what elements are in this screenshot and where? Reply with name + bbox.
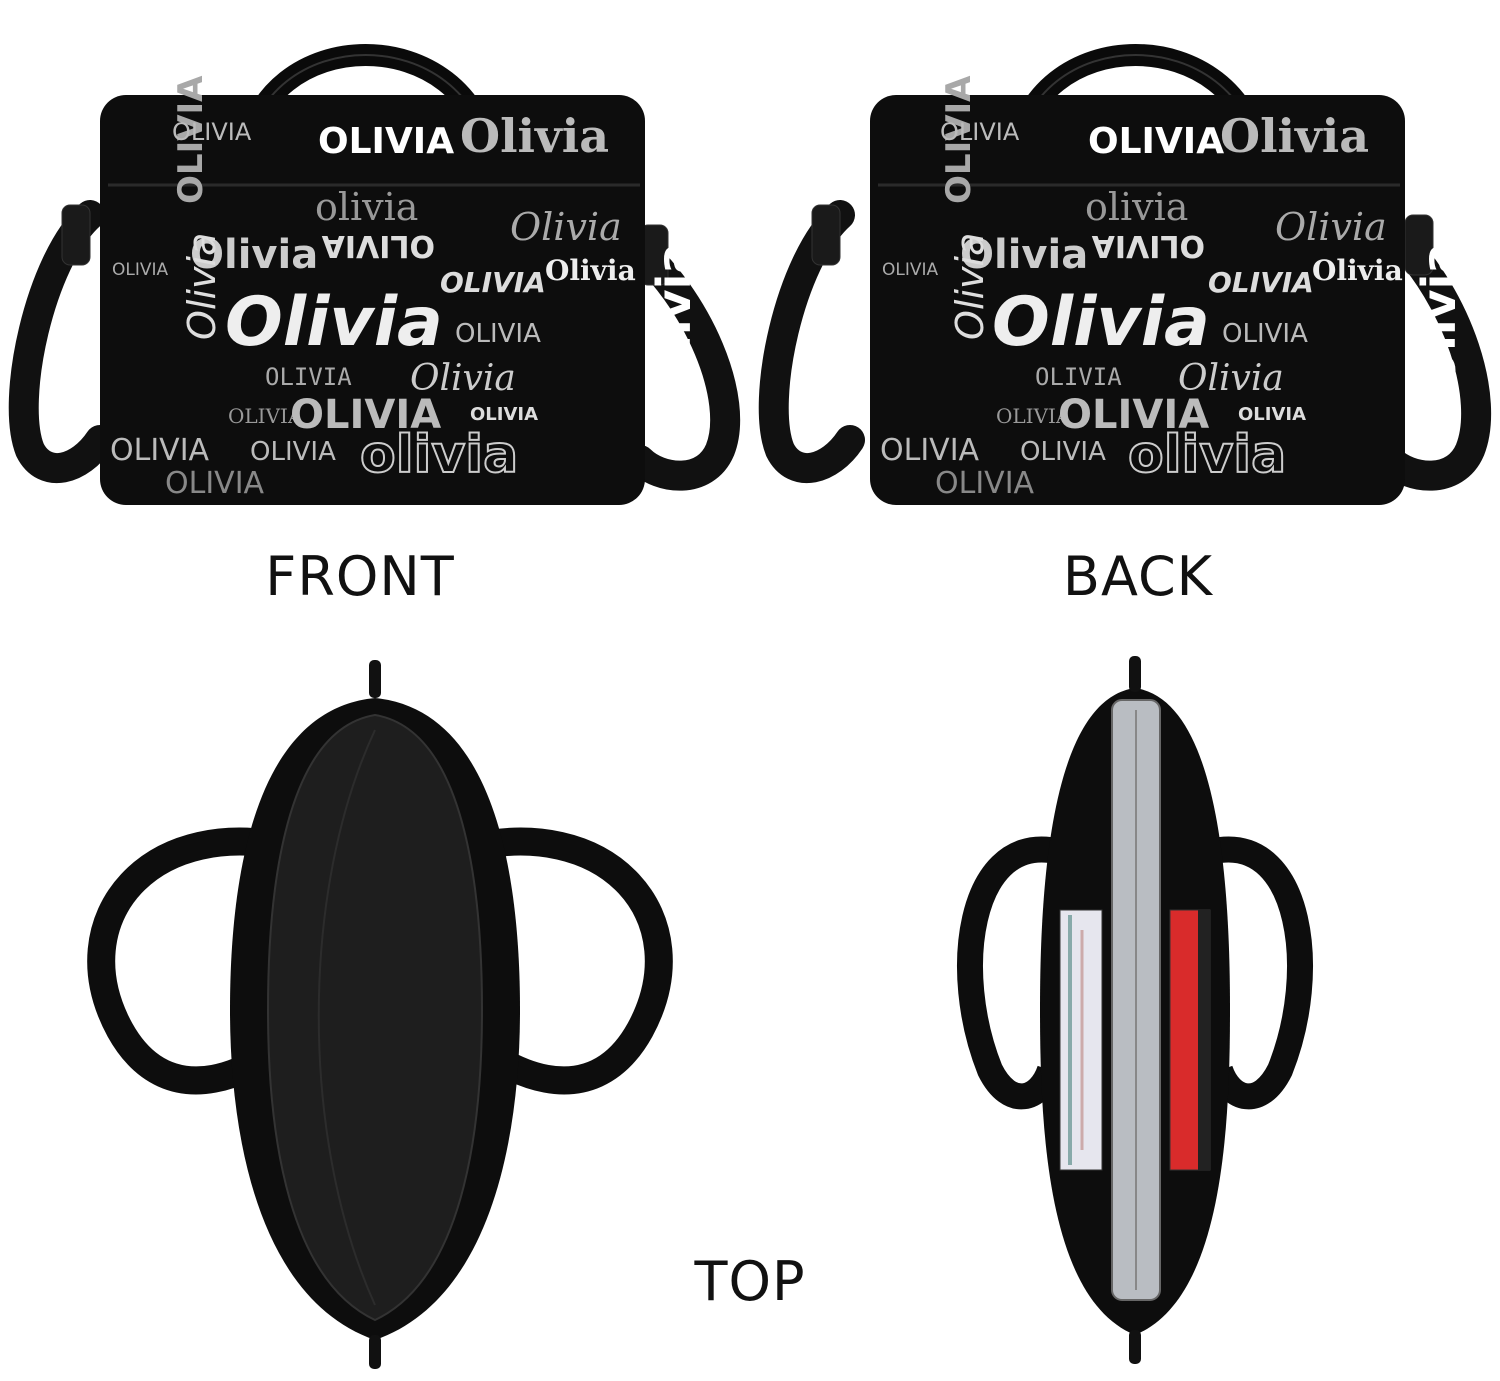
pattern-word-17: OLIVIA: [1058, 392, 1209, 438]
pattern-word-8: OLIVIA: [112, 260, 169, 280]
pattern-word-11: OLIVIA: [1222, 319, 1308, 349]
pattern-word-18: OLIVIA: [1238, 404, 1306, 425]
svg-text:OLIVIA: OLIVIA: [171, 75, 211, 204]
svg-text:OLIVIA: OLIVIA: [939, 75, 979, 204]
pattern-word-12: OLIVIA: [1035, 363, 1122, 391]
pattern-word-9: Olivia: [545, 254, 636, 287]
pattern-word-7: OLIVIA: [321, 228, 435, 263]
name-pattern: OLIVIA OLIVIA OLIVIA Olivia olivia Olivi…: [880, 75, 1466, 501]
pattern-word-2: OLIVIA: [318, 121, 454, 162]
pattern-word-22: OLIVIA: [935, 466, 1035, 501]
pattern-hero-word: Olivia: [992, 283, 1210, 362]
top-empty-bag-illustration: [87, 660, 673, 1369]
pattern-word-14: Olivia: [1412, 243, 1466, 390]
pattern-word-4: olivia: [1085, 185, 1188, 229]
pattern-hero-word: Olivia: [225, 283, 443, 362]
pattern-word-19: OLIVIA: [110, 433, 210, 468]
pattern-word-15: Olivia: [180, 233, 224, 340]
pattern-word-16: OLIVIA: [996, 404, 1071, 428]
pattern-word-6: Olivia: [190, 232, 318, 278]
pattern-word-10: OLIVIA: [440, 266, 546, 299]
back-label: BACK: [1062, 545, 1214, 608]
front-view: OLIVIA OLIVIA OLIVIA Olivia olivia Olivi…: [0, 0, 750, 620]
pattern-word-7: OLIVIA: [1091, 228, 1205, 263]
pattern-word-20: OLIVIA: [1020, 437, 1106, 467]
pattern-word-11: OLIVIA: [455, 319, 541, 349]
pattern-word-18: OLIVIA: [470, 404, 538, 425]
pattern-word-3: Olivia: [1220, 109, 1369, 163]
pattern-word-1: OLIVIA: [172, 118, 252, 146]
pattern-word-16: OLIVIA: [228, 404, 303, 428]
top-label: TOP: [694, 1250, 806, 1313]
top-loaded-bag-illustration: [957, 656, 1313, 1364]
pattern-word-8: OLIVIA: [882, 260, 939, 280]
back-bag-illustration: OLIVIA OLIVIA OLIVIA Olivia olivia Olivi…: [758, 44, 1492, 505]
name-pattern: OLIVIA OLIVIA OLIVIA Olivia olivia Olivi…: [110, 75, 701, 501]
pattern-word-19: OLIVIA: [880, 433, 980, 468]
pattern-word-17: OLIVIA: [290, 392, 441, 438]
back-view: OLIVIA OLIVIA OLIVIA Olivia olivia Olivi…: [750, 0, 1500, 620]
pattern-word-5: Olivia: [510, 205, 622, 249]
front-label: FRONT: [265, 545, 455, 608]
top-view-empty: TOP: [0, 640, 805, 1377]
pattern-word-20: OLIVIA: [250, 437, 336, 467]
pattern-word-10: OLIVIA: [1208, 266, 1314, 299]
pattern-word-6: Olivia: [960, 232, 1088, 278]
pattern-word-21: olivia: [1128, 425, 1286, 485]
pattern-word-14: Olivia: [647, 243, 701, 390]
pattern-word-2: OLIVIA: [1088, 121, 1224, 162]
pattern-word-13: Olivia: [410, 358, 516, 399]
pattern-word-12: OLIVIA: [265, 363, 352, 391]
top-view-loaded: [750, 640, 1500, 1377]
pattern-word-5: Olivia: [1275, 205, 1387, 249]
pattern-word-4: olivia: [315, 185, 418, 229]
pattern-word-9: Olivia: [1312, 254, 1403, 287]
pattern-word-3: Olivia: [460, 109, 609, 163]
pattern-word-22: OLIVIA: [165, 466, 265, 501]
pattern-word-13: Olivia: [1178, 358, 1284, 399]
pattern-word-21: olivia: [360, 425, 518, 485]
pattern-word-1: OLIVIA: [940, 118, 1020, 146]
pattern-word-15: Olivia: [948, 233, 992, 340]
front-bag-illustration: OLIVIA OLIVIA OLIVIA Olivia olivia Olivi…: [8, 44, 741, 505]
